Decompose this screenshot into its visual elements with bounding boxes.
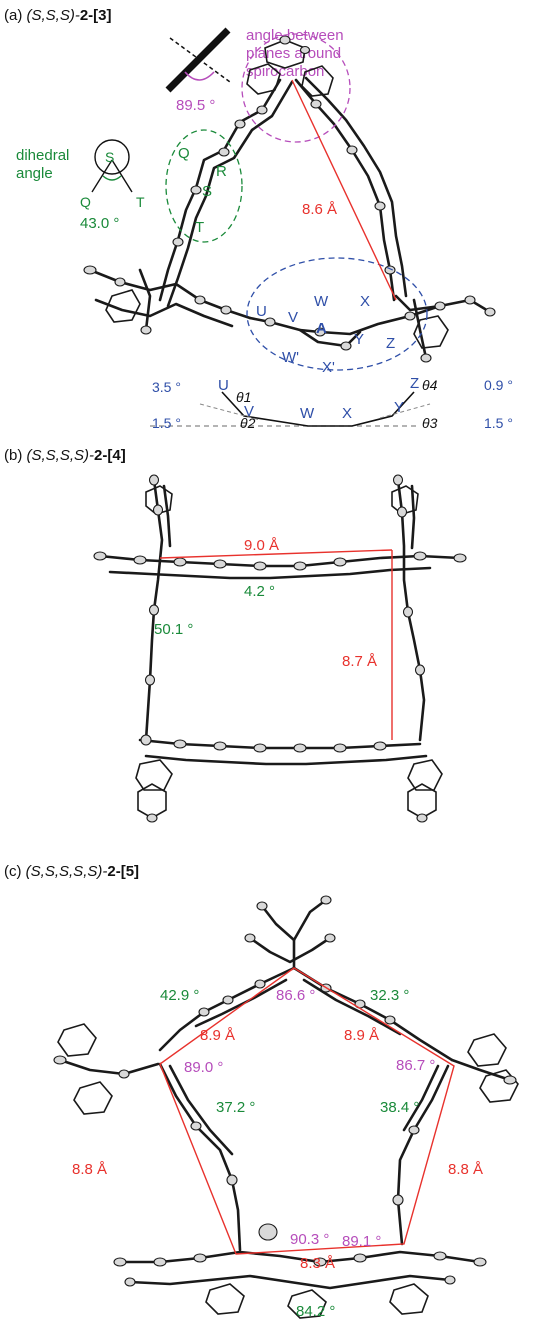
- distance-label-c-0: 8.9 Å: [200, 1027, 235, 1044]
- ring-label-a: A: [316, 320, 327, 337]
- theta-label-y: Y: [394, 399, 404, 416]
- atom-label-s: S: [202, 183, 212, 200]
- distance-label-b-top: 9.0 Å: [244, 537, 279, 554]
- pentagon-outline-c: [159, 967, 455, 1255]
- theta4-value: 0.9 °: [484, 377, 513, 393]
- panel-c: (c) (S,S,S,S,S)-2-[5]: [4, 863, 519, 1320]
- dihedral-inset-label-q: Q: [80, 194, 91, 210]
- distance-line-b-top: [159, 549, 393, 559]
- atom-label-v: V: [288, 309, 298, 326]
- panel-b: (b) (S,S,S,S)-2-[4]: [4, 447, 467, 823]
- atom-ellipsoids-a: [83, 35, 496, 363]
- atom-label-y: Y: [354, 331, 364, 348]
- atom-ellipsoids-c: [53, 895, 517, 1287]
- atom-label-z: Z: [386, 335, 395, 352]
- atom-label-r: R: [216, 163, 227, 180]
- panel-a-title: (a) (S,S,S)-2-[3]: [4, 7, 112, 24]
- spiro-inset-icon: [165, 27, 231, 93]
- atom-label-q: Q: [178, 145, 190, 162]
- theta3-symbol: θ3: [422, 415, 438, 431]
- purple-angle-c-2: 86.7 °: [396, 1057, 435, 1074]
- molecule-2-4: [98, 478, 462, 819]
- green-angle-c-1: 32.3 °: [370, 987, 409, 1004]
- theta-label-w: W: [300, 405, 315, 422]
- green-angle-c-3: 38.4 °: [380, 1099, 419, 1116]
- panel-a: (a) (S,S,S)-2-[3] angle between planes a…: [4, 7, 513, 431]
- dihedral-inset-label-t: T: [136, 194, 145, 210]
- atom-label-t: T: [195, 219, 204, 236]
- theta2-symbol: θ2: [240, 415, 256, 431]
- distance-line-a: [291, 79, 397, 301]
- distance-label-b-right: 8.7 Å: [342, 653, 377, 670]
- linker-highlight-ellipse: [246, 257, 428, 371]
- atom-label-w: W: [314, 293, 329, 310]
- green-angle-c-2: 37.2 °: [216, 1099, 255, 1116]
- atom-label-u: U: [256, 303, 267, 320]
- distance-label-c-2: 8.8 Å: [72, 1161, 107, 1178]
- atom-label-x-prime: X': [322, 359, 335, 376]
- theta-label-v: V: [244, 403, 254, 420]
- purple-angle-c-1: 89.0 °: [184, 1059, 223, 1076]
- purple-angle-c-4: 89.1 °: [342, 1233, 381, 1250]
- angle-label-b-left: 50.1 °: [154, 621, 193, 638]
- dihedral-inset-label-s: S: [105, 149, 114, 165]
- molecule-2-5: [57, 898, 519, 1319]
- atom-ellipsoids-b: [93, 474, 467, 823]
- green-angle-c-4: 84.2 °: [296, 1303, 335, 1320]
- purple-angle-c-0: 86.6 °: [276, 987, 315, 1004]
- panel-b-title: (b) (S,S,S,S)-2-[4]: [4, 447, 126, 464]
- dihedral-highlight-ellipse: [165, 129, 243, 243]
- theta-label-z: Z: [410, 375, 419, 392]
- angle-label-b-top: 4.2 °: [244, 583, 275, 600]
- distance-label-c-1: 8.9 Å: [344, 1027, 379, 1044]
- dihedral-caption: dihedral angle: [16, 147, 74, 182]
- dihedral-inset-icon: [91, 139, 133, 193]
- theta4-symbol: θ4: [422, 377, 438, 393]
- spiro-angle-value: 89.5 °: [176, 97, 215, 114]
- theta-label-x: X: [342, 405, 352, 422]
- theta1-value: 3.5 °: [152, 379, 181, 395]
- dihedral-angle-value: 43.0 °: [80, 215, 119, 232]
- atom-label-w-prime: W': [282, 349, 299, 366]
- green-angle-c-0: 42.9 °: [160, 987, 199, 1004]
- theta3-value: 1.5 °: [484, 415, 513, 431]
- theta2-value: 1.5 °: [152, 415, 181, 431]
- distance-label-a: 8.6 Å: [302, 201, 337, 218]
- distance-label-c-3: 8.8 Å: [448, 1161, 483, 1178]
- spiro-caption: angle between planes around spirocarbon: [246, 27, 348, 80]
- spiro-highlight-circle: [241, 33, 351, 143]
- theta1-symbol: θ1: [236, 389, 251, 405]
- atom-label-x: X: [360, 293, 370, 310]
- purple-angle-c-3: 90.3 °: [290, 1231, 329, 1248]
- theta-label-u: U: [218, 377, 229, 394]
- theta-schematic: [150, 391, 431, 427]
- panel-c-title: (c) (S,S,S,S,S)-2-[5]: [4, 863, 139, 880]
- distance-label-c-4: 8.3 Å: [300, 1255, 335, 1272]
